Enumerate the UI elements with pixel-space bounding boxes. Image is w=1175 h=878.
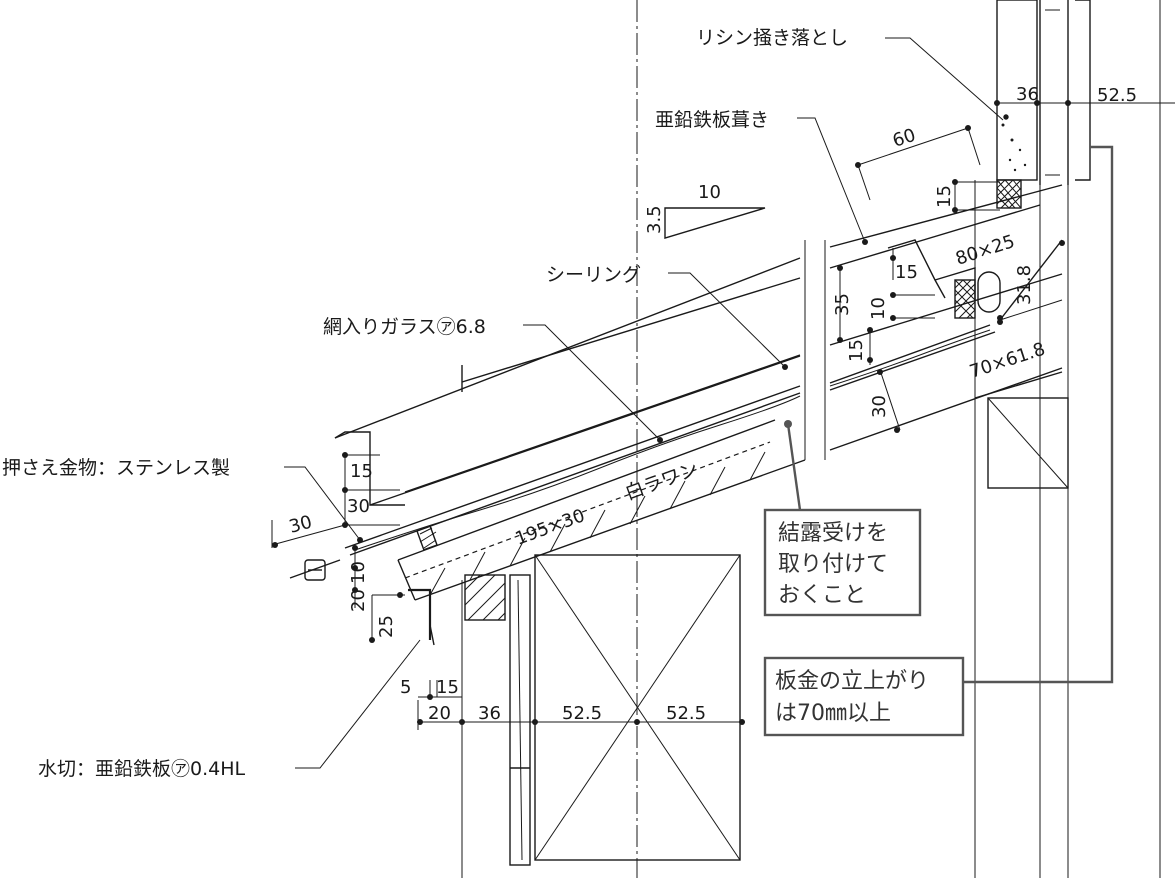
dim-15-c: 15 <box>846 339 867 362</box>
slope-rise: 3.5 <box>644 205 665 234</box>
upper-right-structure <box>887 239 1069 489</box>
dim-15-b: 15 <box>895 262 918 283</box>
dim-36-top: 36 <box>1016 84 1039 105</box>
note-condensation-line-2: 取り付けて <box>778 552 888 577</box>
roof-assembly <box>334 184 1063 601</box>
dim-30-b: 30 <box>347 496 370 517</box>
stainless-clamp <box>289 559 341 581</box>
dim-60: 60 <box>890 125 918 152</box>
note-sheet-metal-line-2: は70㎜以上 <box>775 701 891 726</box>
dim-5: 5 <box>400 677 411 698</box>
dim-10-a: 10 <box>868 297 889 320</box>
note-sheet-metal-line-1: 板金の立上がり <box>775 669 929 694</box>
dim-36-bottom: 36 <box>478 703 501 724</box>
note-condensation: 結露受けを 取り付けて おくこと <box>763 508 922 617</box>
stainless-clamp-label: 押さえ金物：ステンレス製 <box>2 457 230 479</box>
dim-15-a: 15 <box>934 185 955 208</box>
slope-run: 10 <box>698 182 721 203</box>
dim-80x25: 80×25 <box>953 231 1017 270</box>
leader-lines <box>284 37 1114 769</box>
note-sheet-metal: 板金の立上がり は70㎜以上 <box>763 656 965 737</box>
slope-symbol: 10 3.5 <box>644 182 766 239</box>
upper-wall <box>996 0 1091 209</box>
dim-31-8: 31.8 <box>1014 265 1035 305</box>
dim-10-b: 10 <box>348 561 369 584</box>
dim-52-5-top: 52.5 <box>1097 85 1137 106</box>
dim-70x61-8: 70×61.8 <box>967 339 1048 383</box>
dim-25: 25 <box>376 615 397 638</box>
lower-structure <box>408 554 741 866</box>
lysine-label: リシン掻き落とし <box>696 27 848 49</box>
note-condensation-line-3: おくこと <box>778 583 866 608</box>
zinc-roof-label: 亜鉛鉄板葺き <box>655 109 769 131</box>
dim-52-5-b1: 52.5 <box>562 703 602 724</box>
dim-52-5-b2: 52.5 <box>666 703 706 724</box>
dim-20-b: 20 <box>428 703 451 724</box>
dim-15-d: 15 <box>350 461 373 482</box>
sealing-label: シーリング <box>546 264 641 286</box>
dim-30-c: 30 <box>287 512 315 538</box>
dimension-lines <box>271 100 1175 730</box>
center-lines <box>461 0 1161 878</box>
wired-glass-label: 網入りガラス㋐6.8 <box>323 316 486 338</box>
dim-15-e: 15 <box>436 677 459 698</box>
dim-195x30: 195×30 <box>513 505 588 549</box>
dim-30-a: 30 <box>869 395 890 418</box>
lauan-label: 白ラワン <box>622 458 701 505</box>
flashing-label: 水切：亜鉛鉄板㋐0.4HL <box>38 758 246 780</box>
dim-20: 20 <box>348 589 369 612</box>
note-condensation-line-1: 結露受けを <box>778 521 888 546</box>
dim-35: 35 <box>832 293 853 316</box>
